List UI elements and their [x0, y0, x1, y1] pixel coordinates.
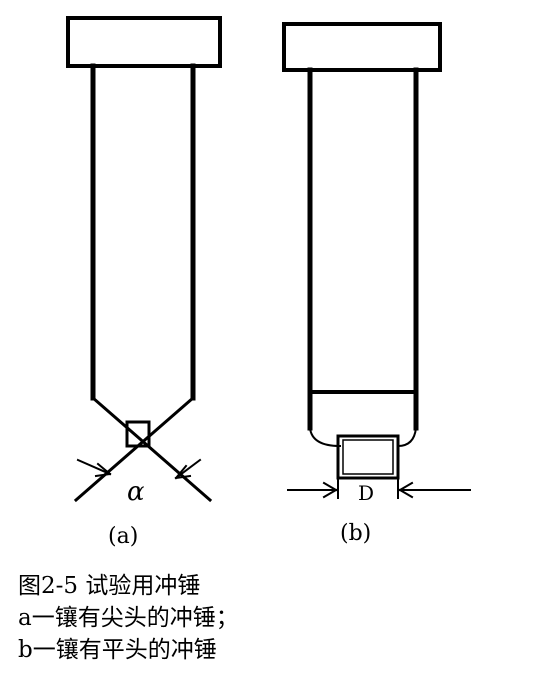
caption-line-a: a一镶有尖头的冲锤；: [18, 605, 239, 631]
angle-label: α: [127, 477, 145, 507]
hammer-b-head: [282, 22, 442, 72]
caption-title: 图2-5 试验用冲锤: [18, 573, 201, 599]
hammer-diagram: α D (a) (b): [66, 16, 471, 549]
diameter-label: D: [358, 481, 374, 505]
hammer-a-taper-left: [90, 395, 213, 503]
pointed-hammer: [66, 16, 222, 503]
flat-hammer: [282, 22, 471, 499]
hammer-b-tip-inner: [342, 439, 394, 475]
hammer-a-tip-insert: [125, 420, 151, 448]
caption-line-b: b一镶有平头的冲锤: [18, 637, 217, 663]
panel-b-label: (b): [340, 521, 371, 546]
hammer-a-taper-right: [73, 395, 196, 503]
hammer-a-head: [66, 16, 222, 68]
panel-a-label: (a): [108, 524, 138, 549]
hammer-b-tip-outer: [336, 434, 400, 480]
figure-caption: 图2-5 试验用冲锤 a一镶有尖头的冲锤； b一镶有平头的冲锤: [18, 570, 538, 666]
